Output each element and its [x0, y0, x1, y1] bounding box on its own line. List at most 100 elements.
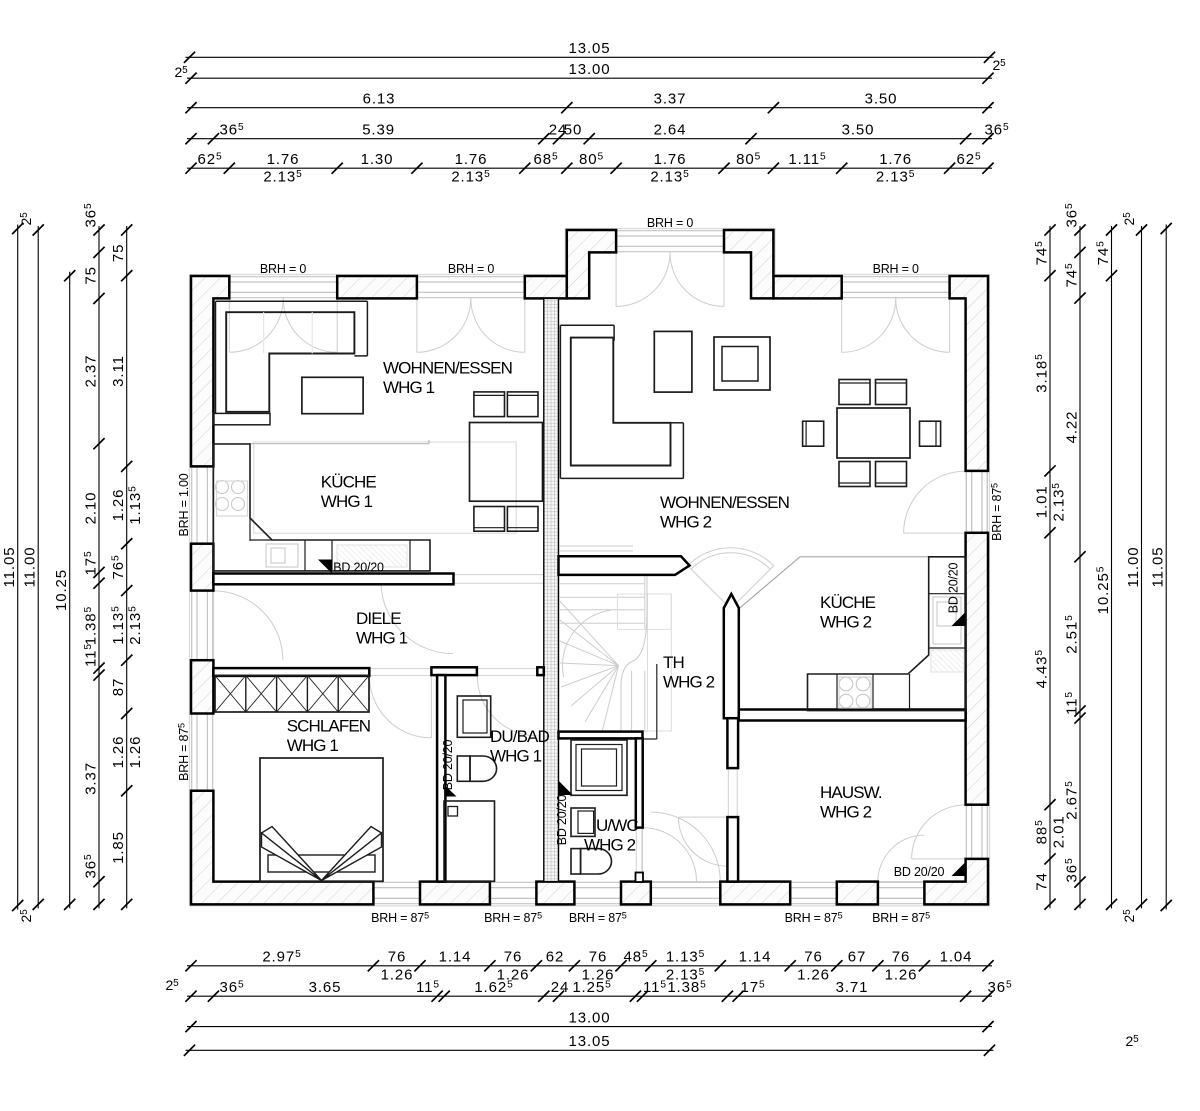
svg-text:87: 87 — [110, 678, 127, 697]
svg-text:25: 25 — [18, 212, 34, 226]
svg-text:365: 365 — [219, 979, 244, 996]
svg-text:WHG 1: WHG 1 — [321, 492, 373, 511]
svg-text:1.26: 1.26 — [582, 966, 615, 983]
svg-text:1.135: 1.135 — [110, 605, 127, 644]
svg-text:365: 365 — [219, 122, 244, 139]
svg-text:WHG 2: WHG 2 — [820, 613, 872, 632]
svg-text:75: 75 — [110, 244, 127, 262]
svg-text:1.85: 1.85 — [110, 831, 127, 864]
svg-text:24: 24 — [549, 122, 568, 139]
svg-text:WHG 1: WHG 1 — [490, 747, 542, 766]
svg-text:1.14: 1.14 — [439, 949, 472, 966]
svg-text:WHG 1: WHG 1 — [383, 378, 435, 397]
svg-text:3.50: 3.50 — [842, 122, 875, 139]
svg-text:WHG 2: WHG 2 — [663, 673, 715, 692]
svg-text:625: 625 — [197, 151, 222, 168]
svg-text:25: 25 — [1121, 909, 1137, 923]
svg-text:11.00: 11.00 — [1125, 547, 1142, 588]
svg-text:KÜCHE: KÜCHE — [321, 473, 377, 492]
svg-text:BRH = 875: BRH = 875 — [785, 911, 843, 926]
svg-text:25: 25 — [1121, 212, 1137, 226]
svg-text:BD 20/20: BD 20/20 — [947, 562, 961, 613]
svg-text:WOHNEN/ESSEN: WOHNEN/ESSEN — [660, 493, 789, 512]
svg-text:10.25: 10.25 — [53, 569, 70, 611]
svg-text:BRH = 1.00: BRH = 1.00 — [177, 473, 191, 536]
svg-text:10.255: 10.255 — [1095, 566, 1112, 615]
svg-text:25: 25 — [18, 909, 34, 923]
svg-text:BD 20/20: BD 20/20 — [894, 865, 945, 879]
svg-text:1.26: 1.26 — [885, 966, 918, 983]
svg-text:2.135: 2.135 — [876, 169, 915, 186]
svg-text:11.05: 11.05 — [1, 547, 18, 588]
svg-text:2.975: 2.975 — [262, 949, 301, 966]
svg-text:WHG 1: WHG 1 — [287, 736, 339, 755]
svg-text:13.00: 13.00 — [568, 61, 610, 78]
svg-text:WHG 2: WHG 2 — [584, 836, 636, 855]
svg-text:BD 20/20: BD 20/20 — [441, 739, 455, 790]
svg-text:365: 365 — [984, 122, 1009, 139]
svg-text:685: 685 — [533, 151, 558, 168]
svg-text:485: 485 — [623, 949, 648, 966]
svg-text:1.26: 1.26 — [797, 966, 830, 983]
svg-text:1.385: 1.385 — [83, 606, 100, 645]
svg-text:DU/BAD: DU/BAD — [490, 727, 549, 746]
svg-text:13.00: 13.00 — [568, 1009, 610, 1026]
svg-text:HAUSW.: HAUSW. — [820, 783, 882, 802]
svg-text:2.01: 2.01 — [1051, 815, 1068, 848]
svg-text:1.04: 1.04 — [940, 949, 973, 966]
svg-text:1.255: 1.255 — [572, 979, 611, 996]
svg-text:BRH = 875: BRH = 875 — [177, 723, 192, 781]
svg-text:76: 76 — [388, 949, 407, 966]
svg-text:3.11: 3.11 — [110, 355, 127, 387]
svg-text:2.135: 2.135 — [650, 169, 689, 186]
svg-text:3.37: 3.37 — [83, 762, 100, 795]
svg-text:11.05: 11.05 — [1150, 547, 1167, 588]
svg-text:3.50: 3.50 — [865, 91, 898, 108]
svg-text:2.135: 2.135 — [263, 169, 302, 186]
svg-text:BD 20/20: BD 20/20 — [333, 561, 384, 575]
svg-text:13.05: 13.05 — [568, 40, 610, 57]
svg-text:WOHNEN/ESSEN: WOHNEN/ESSEN — [383, 359, 512, 378]
svg-text:1.135: 1.135 — [666, 949, 705, 966]
svg-text:DIELE: DIELE — [356, 609, 401, 628]
svg-text:76: 76 — [504, 949, 523, 966]
svg-text:11.00: 11.00 — [22, 547, 39, 588]
svg-text:WHG 2: WHG 2 — [820, 803, 872, 822]
svg-text:75: 75 — [83, 266, 100, 285]
svg-text:1.26: 1.26 — [127, 736, 144, 769]
svg-text:BRH = 875: BRH = 875 — [484, 911, 542, 926]
svg-text:365: 365 — [987, 979, 1012, 996]
svg-text:4.22: 4.22 — [1064, 411, 1081, 444]
svg-text:1.14: 1.14 — [739, 949, 772, 966]
svg-text:BRH = 875: BRH = 875 — [872, 911, 930, 926]
svg-text:3.65: 3.65 — [309, 979, 342, 996]
svg-text:1.26: 1.26 — [110, 489, 127, 522]
svg-text:1.26: 1.26 — [497, 966, 530, 983]
svg-text:2.675: 2.675 — [1064, 780, 1081, 819]
svg-text:175: 175 — [740, 979, 765, 996]
svg-text:2.135: 2.135 — [451, 169, 490, 186]
svg-text:SCHLAFEN: SCHLAFEN — [287, 717, 371, 736]
svg-text:BRH = 0: BRH = 0 — [873, 262, 919, 276]
svg-text:BRH = 875: BRH = 875 — [371, 911, 429, 926]
svg-text:13.05: 13.05 — [568, 1033, 610, 1050]
svg-text:805: 805 — [736, 151, 761, 168]
svg-text:2.135: 2.135 — [1051, 482, 1068, 521]
svg-text:3.37: 3.37 — [654, 91, 687, 108]
svg-text:1.115: 1.115 — [788, 151, 826, 168]
svg-text:76: 76 — [589, 949, 608, 966]
svg-text:2.515: 2.515 — [1064, 614, 1081, 653]
svg-text:2.135: 2.135 — [666, 966, 705, 983]
svg-text:BRH = 875: BRH = 875 — [569, 911, 627, 926]
svg-text:2.37: 2.37 — [83, 355, 100, 388]
svg-text:76: 76 — [892, 949, 911, 966]
svg-text:62: 62 — [546, 949, 565, 966]
svg-text:3.71: 3.71 — [836, 979, 869, 996]
svg-text:BD 20/20: BD 20/20 — [555, 794, 569, 845]
svg-text:1.30: 1.30 — [361, 151, 394, 168]
svg-text:1.135: 1.135 — [127, 485, 144, 524]
svg-text:625: 625 — [956, 151, 981, 168]
svg-text:WHG 2: WHG 2 — [660, 513, 712, 532]
svg-text:2.135: 2.135 — [127, 605, 144, 644]
svg-text:BRH = 0: BRH = 0 — [448, 262, 494, 276]
